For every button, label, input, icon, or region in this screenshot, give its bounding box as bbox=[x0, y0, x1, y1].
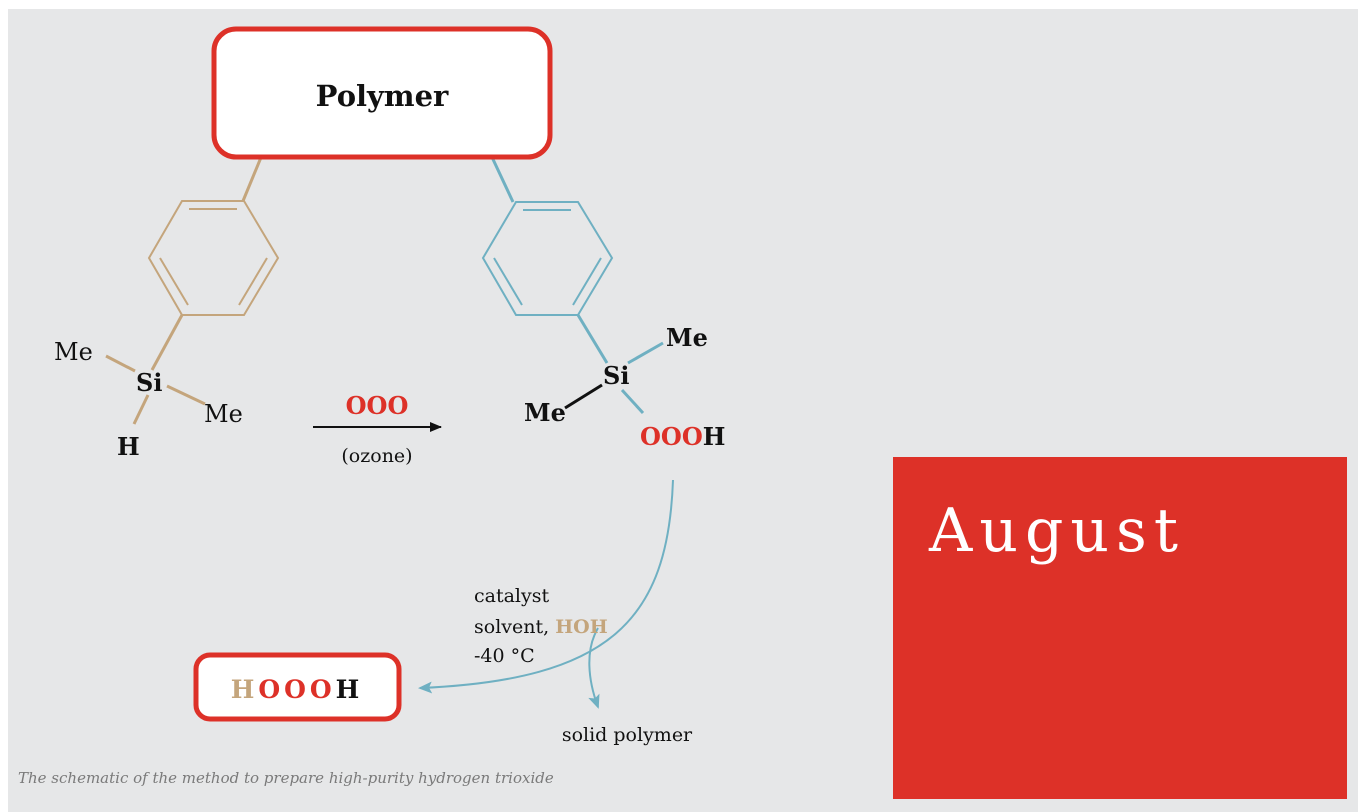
final-product-ooo: OOO bbox=[258, 675, 335, 704]
reactant-si-h-bond bbox=[132, 394, 150, 425]
condition-solvent-line: solvent, HOH bbox=[474, 616, 608, 638]
product-me-left: Me bbox=[524, 398, 566, 427]
final-product-formula: HOOOH bbox=[231, 675, 364, 704]
product-me-top: Me bbox=[666, 323, 708, 352]
teal-benzene-ring bbox=[481, 201, 614, 316]
polymer-box: Polymer bbox=[211, 26, 553, 160]
conversion-curve-arrow bbox=[418, 479, 674, 694]
reactant-si-me-right-bond bbox=[166, 384, 206, 406]
byproduct-label: solid polymer bbox=[562, 724, 693, 746]
condition-catalyst: catalyst bbox=[474, 585, 549, 607]
product-si-o-bond bbox=[620, 388, 645, 415]
reactant-ring-si-bond bbox=[150, 314, 184, 371]
product-si-me-top-bond bbox=[627, 341, 664, 365]
tan-benzene-ring bbox=[147, 200, 280, 316]
month-label: August bbox=[929, 496, 1185, 566]
product-ring-si-bond bbox=[576, 314, 609, 364]
teal-linker-bond bbox=[489, 154, 515, 203]
reagent-ozone-formula: OOO bbox=[346, 391, 409, 420]
byproduct-branch-arrow bbox=[588, 627, 600, 709]
product-si-me-left-bond bbox=[564, 383, 603, 410]
reactant-h: H bbox=[117, 432, 140, 461]
final-product-h-right: H bbox=[336, 675, 364, 704]
product-si: Si bbox=[603, 361, 629, 390]
tan-linker-bond bbox=[241, 154, 264, 202]
condition-solvent: solvent, bbox=[474, 616, 555, 638]
condition-water: HOH bbox=[555, 616, 608, 638]
figure-caption: The schematic of the method to prepare h… bbox=[18, 769, 554, 787]
product-ooo-h: OOOH bbox=[640, 422, 725, 451]
reactant-me-left: Me bbox=[54, 338, 93, 366]
reactant-si: Si bbox=[136, 368, 162, 397]
condition-temperature: -40 °C bbox=[474, 645, 535, 667]
reactant-si-me-left-bond bbox=[105, 354, 136, 373]
product-h: H bbox=[703, 422, 726, 451]
month-card: August bbox=[893, 457, 1347, 799]
final-product-box: HOOOH bbox=[193, 652, 402, 722]
product-ooo: OOO bbox=[640, 422, 703, 451]
reactant-me-right: Me bbox=[204, 400, 243, 428]
reagent-ozone-note: (ozone) bbox=[341, 445, 412, 467]
final-product-h-left: H bbox=[231, 675, 259, 704]
polymer-label: Polymer bbox=[316, 79, 449, 113]
